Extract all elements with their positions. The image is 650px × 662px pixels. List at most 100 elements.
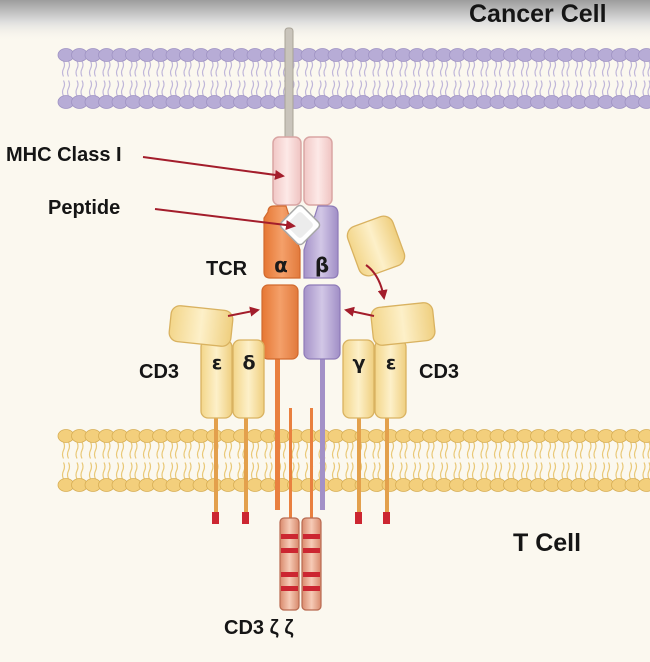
lipid-tail [108,61,110,77]
zeta-itam-band [303,586,320,591]
lipid-tail [306,442,308,459]
lipid-tail [576,463,578,480]
lipid-tail [441,442,443,459]
lipid-tail [103,61,105,77]
lipid-tail [265,442,267,459]
mhc-label: MHC Class I [6,144,122,167]
lipid-tail [441,81,443,97]
lipid-tail [162,463,164,480]
tcr-alpha-symbol: α [266,253,296,277]
lipid-tail [535,442,537,459]
lipid-tail [103,81,105,97]
lipid-tail [306,61,308,77]
lipid-tail [459,81,461,97]
lipid-tail [630,442,632,459]
lipid-tail [319,61,321,77]
lipid-tail [324,61,326,77]
lipid-tail [508,463,510,480]
lipid-tail [338,442,340,459]
lipid-tail [257,442,259,459]
lipid-tail [446,61,448,77]
zeta-itam-band [303,572,320,577]
cd3-epsilon-right-symbol: ε [377,352,405,374]
lipid-tail [419,81,421,97]
lipid-tail [171,463,173,480]
lipid-tail [203,442,205,459]
lipid-tail [230,463,232,480]
cd3-gamma-symbol: γ [345,352,373,374]
lipid-tail [392,463,394,480]
lipid-tail [284,463,286,480]
lipid-tail [270,442,272,459]
lipid-tail [500,81,502,97]
lipid-tail [130,81,132,97]
lipid-tail [630,61,632,77]
lipid-tail [387,81,389,97]
lipid-tail [373,61,375,77]
lipid-tail [176,442,178,459]
mhc-transmembrane-stalk [285,28,293,140]
lipid-tail [589,81,591,97]
lipid-tail [203,463,205,480]
lipid-tail [176,463,178,480]
zeta-itam-band [281,534,298,539]
lipid-tail [594,81,596,97]
lipid-tail [216,61,218,77]
lipid-tail [81,463,83,480]
lipid-tail [513,81,515,97]
lipid-tail [230,81,232,97]
lipid-tail [203,61,205,77]
lipid-tail [468,463,470,480]
lipid-tail [432,463,434,480]
lipid-tail [567,442,569,459]
lipid-tail [90,61,92,77]
lipid-tail [351,463,353,480]
lipid-tail [454,442,456,459]
lipid-tail [198,442,200,459]
lipid-tail [157,442,159,459]
lipid-tail [589,463,591,480]
lipid-tail [527,463,529,480]
lipid-tail [270,61,272,77]
lipid-tail [351,61,353,77]
lipid-tail [400,81,402,97]
lipid-tail [76,81,78,97]
lipid-tail [184,463,186,480]
lipid-tail [495,442,497,459]
lipid-tail [117,463,119,480]
lipid-tail [171,81,173,97]
lipid-tail [535,81,537,97]
lipid-tail [189,81,191,97]
zeta-itam-band [281,572,298,577]
lipid-tail [81,442,83,459]
lipid-tail [346,81,348,97]
lipid-tail [211,81,213,97]
lipid-tail [603,463,605,480]
lipid-tail [608,442,610,459]
lipid-tail [635,463,637,480]
lipid-tail [238,442,240,459]
lipid-tail [135,81,137,97]
lipid-tail [135,442,137,459]
lipid-tail [473,81,475,97]
lipid-tail [103,442,105,459]
t-cell-label: T Cell [513,529,581,558]
lipid-tail [351,442,353,459]
lipid-tail [549,463,551,480]
lipid-tail [486,463,488,480]
lipid-tail [562,81,564,97]
lipid-tail [481,61,483,77]
lipid-tail [171,442,173,459]
cd3-epsilon-left-symbol: ε [203,352,231,374]
lipid-tail [297,463,299,480]
lipid-tail [446,81,448,97]
lipid-tail [486,442,488,459]
cancer-cell-label: Cancer Cell [469,0,607,29]
lipid-tail [427,442,429,459]
lipid-tail [405,81,407,97]
lipid-tail [581,463,583,480]
lipid-tail [333,442,335,459]
lipid-tail [527,81,529,97]
lipid-tail [297,81,299,97]
lipid-tail [513,61,515,77]
